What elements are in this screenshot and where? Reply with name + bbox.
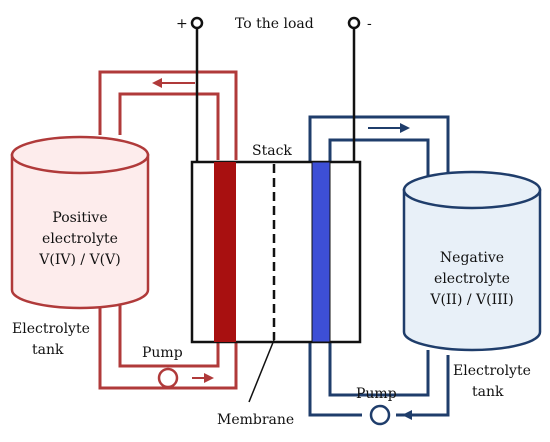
negative-label-line2: electrolyte (434, 271, 510, 287)
positive-electrolyte-tank (10, 135, 150, 310)
negative-label-line3: V(II) / V(III) (429, 292, 513, 308)
negative-flow-arrow-bottom (402, 410, 424, 420)
positive-label-line3: V(IV) / V(V) (38, 252, 120, 268)
positive-label-line1: Positive (52, 210, 107, 226)
positive-terminal[interactable] (190, 16, 204, 30)
left-tank-label-line2: tank (32, 342, 64, 358)
negative-flow-arrow-top (368, 123, 410, 133)
positive-pump[interactable] (150, 367, 190, 389)
minus-sign: - (367, 16, 372, 32)
negative-pump[interactable] (362, 404, 396, 426)
positive-inner-pipe (118, 92, 220, 160)
negative-lower-pipe-inner (328, 342, 430, 397)
right-tank-label-line1: Electrolyte (453, 363, 531, 379)
negative-label-line1: Negative (440, 250, 504, 266)
positive-lower-pipe-inner (118, 305, 220, 368)
positive-outer-pipe (98, 70, 238, 160)
plus-sign: + (176, 16, 188, 32)
positive-electrode (214, 162, 236, 342)
negative-electrolyte-tank (402, 170, 542, 352)
negative-terminal[interactable] (347, 16, 361, 30)
negative-inner-pipe (328, 138, 430, 192)
left-tank-label-line1: Electrolyte (12, 321, 90, 337)
membrane-label: Membrane (217, 412, 294, 428)
pump-right-label: Pump (356, 386, 397, 402)
stack-label: Stack (252, 143, 292, 159)
positive-label-line2: electrolyte (42, 231, 118, 247)
positive-flow-arrow-bottom (192, 373, 214, 383)
positive-flow-arrow-top (152, 78, 195, 88)
negative-electrode (311, 161, 331, 343)
negative-outer-pipe (308, 115, 450, 185)
load-wires (195, 28, 356, 162)
stack (190, 160, 362, 344)
membrane-pointer (248, 339, 275, 403)
right-tank-label-line2: tank (472, 384, 504, 400)
load-label: To the load (235, 16, 314, 32)
pump-left-label: Pump (142, 345, 183, 361)
